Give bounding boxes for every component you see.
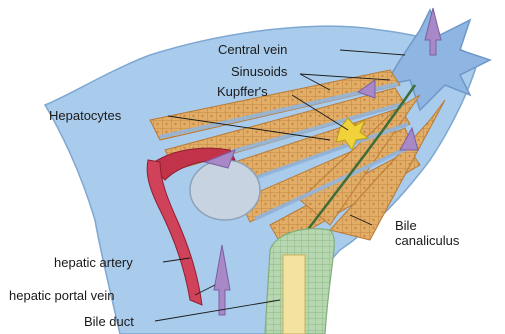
cut-vessel-sphere [190,160,260,220]
bile-duct-core [283,255,305,334]
label-bile-duct: Bile duct [84,314,134,329]
label-bile-canaliculus-1: Bile [395,218,417,233]
label-hepatic-artery: hepatic artery [54,255,133,270]
label-hepatocytes: Hepatocytes [49,108,121,123]
label-bile-canaliculus-2: canaliculus [395,233,459,248]
label-central-vein: Central vein [218,42,287,57]
label-sinusoids: Sinusoids [231,64,287,79]
label-hepatic-portal-vein: hepatic portal vein [9,288,115,303]
label-kupffer: Kupffer's [217,84,268,99]
